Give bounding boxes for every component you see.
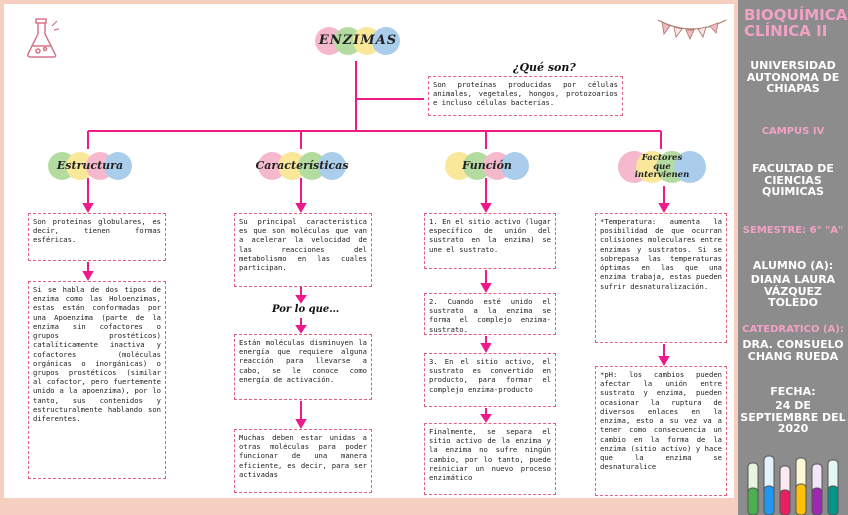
por-lo-que-label: Por lo que… (272, 304, 339, 315)
university: UNIVERSIDAD AUTONOMA DE CHIAPAS (738, 60, 848, 95)
funcion-box-3: 3. En el sitio activo, el sustrato es co… (424, 353, 556, 407)
mind-map-card: ENZIMAS ¿Qué son? Son proteínas producid… (4, 4, 734, 498)
node-estructura: Estructura (44, 151, 136, 181)
date-value: 24 DE SEPTIEMBRE DEL 2020 (738, 400, 848, 435)
estructura-box-1: Son proteínas globulares, es decir, tien… (28, 213, 166, 261)
node-caracteristicas: Características (254, 151, 350, 181)
node-caracteristicas-label: Características (255, 160, 348, 172)
node-funcion-label: Función (462, 160, 512, 172)
pennant-garland-icon (656, 16, 728, 52)
faculty: FACULTAD DE CIENCIAS QUIMICAS (738, 163, 848, 198)
node-estructura-label: Estructura (57, 160, 123, 172)
student-name: DIANA LAURA VÁZQUEZ TOLEDO (738, 274, 848, 309)
flask-icon (24, 16, 60, 60)
date-label: FECHA: (738, 386, 848, 398)
teacher-name: DRA. CONSUELO CHANG RUEDA (738, 339, 848, 362)
node-funcion: Función (442, 151, 532, 181)
factores-box-2: *pH: los cambios pueden afectar la unión… (595, 366, 727, 496)
estructura-box-2: Si se habla de dos tipos de enzima como … (28, 281, 166, 479)
info-sidebar: BIOQUÍMICA CLÍNICA II UNIVERSIDAD AUTONO… (738, 0, 848, 515)
campus: CAMPUS IV (738, 127, 848, 138)
funcion-box-2: 2. Cuando esté unido el sustrato a la en… (424, 293, 556, 335)
node-factores: Factores que intervienen (616, 149, 708, 185)
student-label: ALUMNO (A): (738, 260, 848, 272)
caracteristicas-box-1: Su principal característica es que son m… (234, 213, 372, 287)
node-factores-label: Factores que intervienen (632, 154, 692, 181)
course-title: BIOQUÍMICA CLÍNICA II (744, 8, 848, 40)
funcion-box-4: Finalmente, se separa el sitio activo de… (424, 423, 556, 495)
test-tubes-icon (740, 448, 846, 515)
what-label: ¿Qué son? (513, 61, 576, 74)
caracteristicas-box-2: Están moléculas disminuyen la energía qu… (234, 334, 372, 400)
teacher-label: CATEDRATICO (A): (738, 325, 848, 336)
caracteristicas-box-3: Muchas deben estar unidas a otras molécu… (234, 429, 372, 493)
semester: SEMESTRE: 6° "A" (738, 226, 848, 237)
title: ENZIMAS (319, 34, 397, 48)
what-box: Son proteínas producidas por células ani… (428, 76, 623, 116)
funcion-box-1: 1. En el sitio activo (lugar específico … (424, 213, 556, 269)
factores-box-1: *Temperatura: aumenta la posibilidad de … (595, 213, 727, 343)
title-node: ENZIMAS (310, 26, 406, 56)
